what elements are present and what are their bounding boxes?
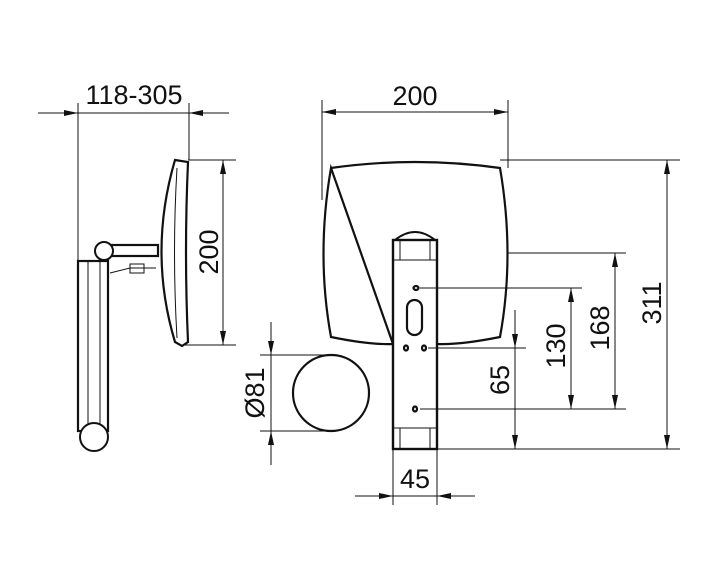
magnifier-disc xyxy=(291,353,371,433)
dim-upper-hole-height: 168 xyxy=(420,252,626,410)
mounting-slot xyxy=(405,298,424,337)
wall-bar xyxy=(76,259,110,433)
mounting-hole xyxy=(420,344,428,352)
dim-label-mid-hole-height: 65 xyxy=(485,365,515,395)
dim-front-width: 200 xyxy=(321,81,509,200)
dim-label-side-height: 200 xyxy=(194,229,224,274)
dim-side-projection: 118-305 xyxy=(38,80,229,262)
dim-label-side-projection: 118-305 xyxy=(85,80,182,110)
dim-side-height: 200 xyxy=(185,159,236,346)
cable-connector xyxy=(109,263,156,274)
mounting-hole xyxy=(412,284,420,292)
dim-label-upper-hole-height: 168 xyxy=(585,305,615,350)
bottom-joint xyxy=(79,422,109,452)
front-view xyxy=(322,160,509,451)
mounting-hole xyxy=(411,405,419,413)
dim-total-height: 311 xyxy=(437,159,680,450)
magnifier-disc-view: Ø81 xyxy=(240,322,371,465)
dim-label-bracket-width: 45 xyxy=(400,464,430,494)
dim-label-front-width: 200 xyxy=(392,81,437,111)
dim-label-total-height: 311 xyxy=(637,281,667,324)
mounting-hole xyxy=(402,344,410,352)
dim-label-disc-diameter: Ø81 xyxy=(240,367,270,418)
dim-bracket-width: 45 xyxy=(355,449,475,505)
dim-mid-hole-height: 65 xyxy=(428,310,526,449)
top-joint xyxy=(94,241,114,261)
front-mirror xyxy=(322,160,509,346)
side-view xyxy=(76,158,190,452)
side-mirror xyxy=(160,158,190,348)
wall-bracket xyxy=(391,238,439,451)
mirror-arm xyxy=(108,243,160,258)
dim-label-hole-spacing: 130 xyxy=(541,323,571,368)
dim-hole-spacing: 130 xyxy=(420,287,582,409)
